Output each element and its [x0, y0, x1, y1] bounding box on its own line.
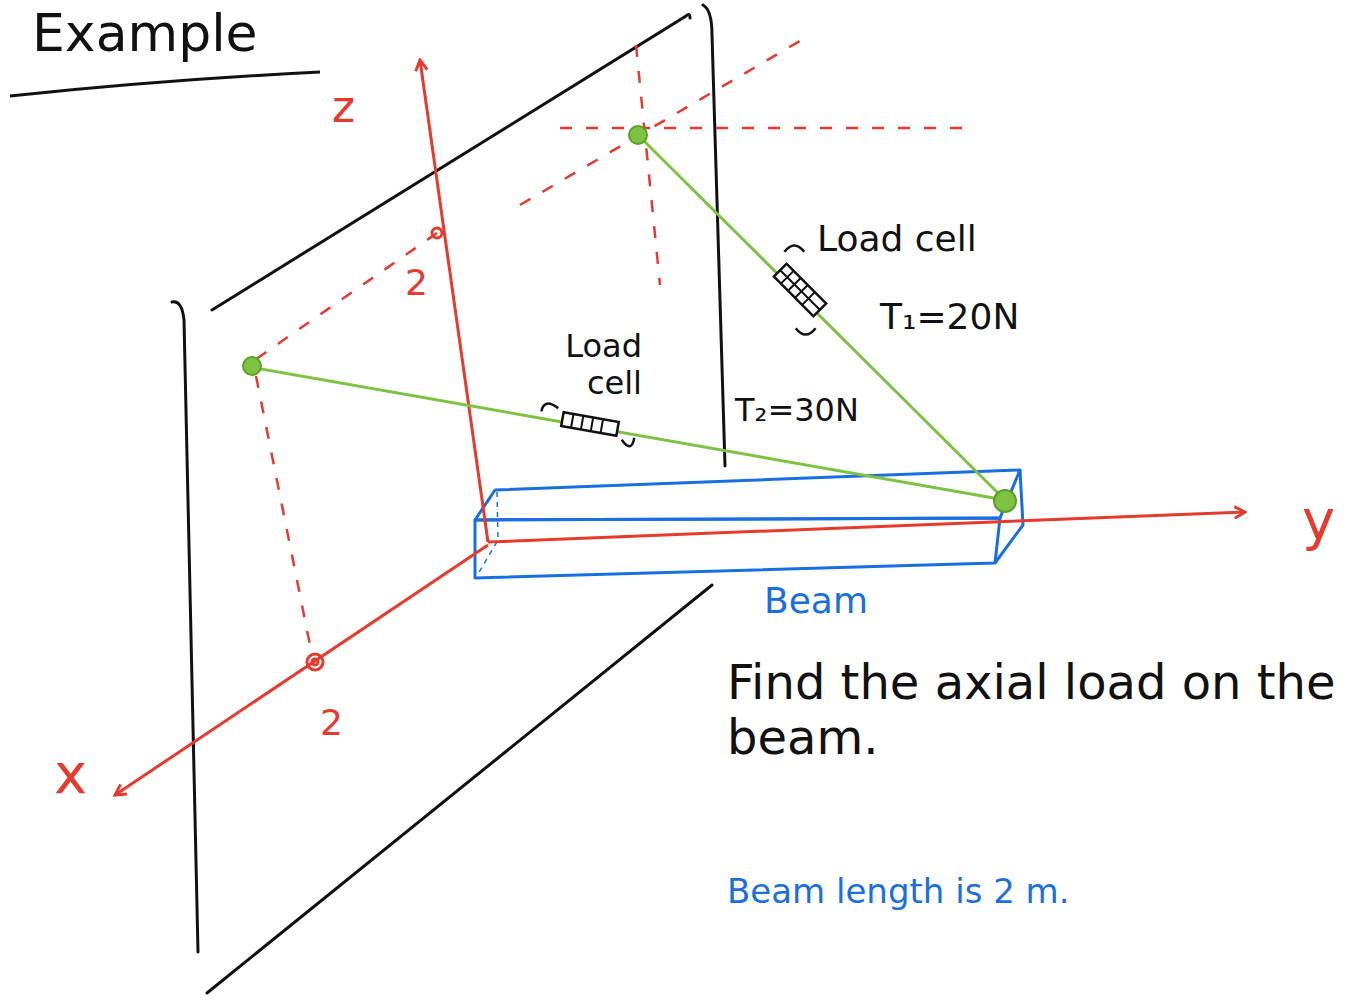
beam-top [475, 470, 1020, 520]
guide-line [256, 376, 312, 655]
guide-lines [252, 38, 975, 655]
load-cell-symbol [538, 403, 637, 447]
x-axis [115, 545, 488, 795]
note: Beam length is 2 m. [725, 872, 1072, 911]
part-name: Load cell [530, 328, 644, 402]
point-marker [307, 654, 323, 670]
dimension: 2 [318, 702, 345, 743]
z-axis [420, 60, 488, 542]
wall [172, 5, 725, 993]
dimension: 2 [403, 262, 430, 303]
wall-edge [207, 585, 712, 993]
force-value: T₂=30N [733, 392, 861, 429]
part-name: Load cell [815, 218, 979, 259]
axis-label: x [52, 742, 89, 806]
guide-line [560, 127, 975, 130]
wall-edge [212, 14, 690, 310]
wall-edge [703, 5, 725, 466]
anchor-point [994, 490, 1016, 512]
guide-line [252, 233, 437, 362]
anchor-point [243, 357, 261, 375]
wall-edge [172, 302, 198, 952]
axis-label: y [1300, 488, 1337, 552]
beam-end [995, 470, 1023, 563]
force-value: T₁=20N [878, 296, 1021, 337]
guide-line [636, 45, 660, 285]
y-axis [488, 512, 1245, 542]
axis-label: z [330, 82, 357, 133]
beam-front [475, 518, 1000, 578]
part-name: Beam [762, 580, 870, 621]
guide-line [520, 38, 805, 205]
title-underline [10, 72, 320, 96]
title: Example [30, 4, 260, 64]
point-marker [432, 228, 442, 238]
anchor-point [629, 126, 647, 144]
point-marker [312, 659, 318, 665]
problem-statement: Find the axial load on the beam. [725, 655, 1349, 765]
